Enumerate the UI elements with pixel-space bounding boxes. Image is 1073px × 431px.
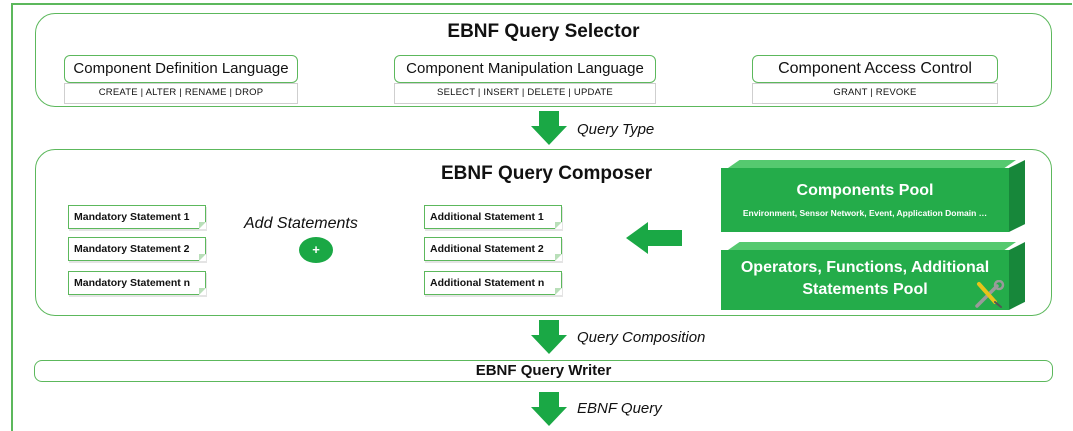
query-type-label: Query Type bbox=[577, 121, 655, 138]
components-pool-subtitle: Environment, Sensor Network, Event, Appl… bbox=[742, 208, 988, 218]
pool-to-statements-arrow bbox=[626, 222, 682, 254]
component-definition-language: Component Definition Language bbox=[64, 55, 298, 83]
components-pool-face: Components Pool Environment, Sensor Netw… bbox=[721, 168, 1009, 232]
operators-pool-line1: Operators, Functions, Additional bbox=[740, 259, 990, 276]
additional-statement-2: Additional Statement 2 bbox=[424, 237, 562, 261]
ebnf-query-label: EBNF Query bbox=[577, 400, 662, 417]
manipulation-keywords: SELECT | INSERT | DELETE | UPDATE bbox=[394, 83, 656, 104]
operators-pool-line2: Statements Pool bbox=[802, 281, 928, 298]
additional-statement-n: Additional Statement n bbox=[424, 271, 562, 295]
mandatory-statement-n: Mandatory Statement n bbox=[68, 271, 206, 295]
operators-pool-side bbox=[1009, 242, 1025, 310]
query-composition-arrow bbox=[531, 320, 567, 354]
additional-statement-1: Additional Statement 1 bbox=[424, 205, 562, 229]
component-manipulation-language: Component Manipulation Language bbox=[394, 55, 656, 83]
add-statement-button[interactable]: + bbox=[299, 237, 333, 263]
component-access-control: Component Access Control bbox=[752, 55, 998, 83]
wrench-screwdriver-icon bbox=[975, 280, 1005, 308]
frame-top-line bbox=[11, 3, 1072, 5]
operators-pool-face: Operators, Functions, Additional Stateme… bbox=[721, 250, 1009, 310]
operators-pool-top bbox=[728, 242, 1016, 250]
query-composer-title: EBNF Query Composer bbox=[441, 163, 653, 184]
query-writer-bar: EBNF Query Writer bbox=[34, 360, 1053, 382]
frame-left-line bbox=[11, 3, 13, 431]
query-composition-label: Query Composition bbox=[577, 329, 706, 346]
mandatory-statement-1: Mandatory Statement 1 bbox=[68, 205, 206, 229]
ebnf-query-arrow bbox=[531, 392, 567, 426]
components-pool: Components Pool Environment, Sensor Netw… bbox=[721, 160, 1031, 232]
components-pool-top bbox=[728, 160, 1016, 168]
add-statements-label: Add Statements bbox=[244, 215, 358, 232]
query-composer-panel: EBNF Query Composer Mandatory Statement … bbox=[35, 149, 1052, 316]
query-type-arrow bbox=[531, 111, 567, 145]
definition-keywords: CREATE | ALTER | RENAME | DROP bbox=[64, 83, 298, 104]
query-selector-title: EBNF Query Selector bbox=[447, 21, 640, 42]
mandatory-statement-2: Mandatory Statement 2 bbox=[68, 237, 206, 261]
query-selector-panel: EBNF Query Selector Component Definition… bbox=[35, 13, 1052, 107]
components-pool-title: Components Pool bbox=[796, 182, 934, 199]
operators-pool: Operators, Functions, Additional Stateme… bbox=[721, 242, 1031, 310]
access-control-keywords: GRANT | REVOKE bbox=[752, 83, 998, 104]
components-pool-side bbox=[1009, 160, 1025, 232]
